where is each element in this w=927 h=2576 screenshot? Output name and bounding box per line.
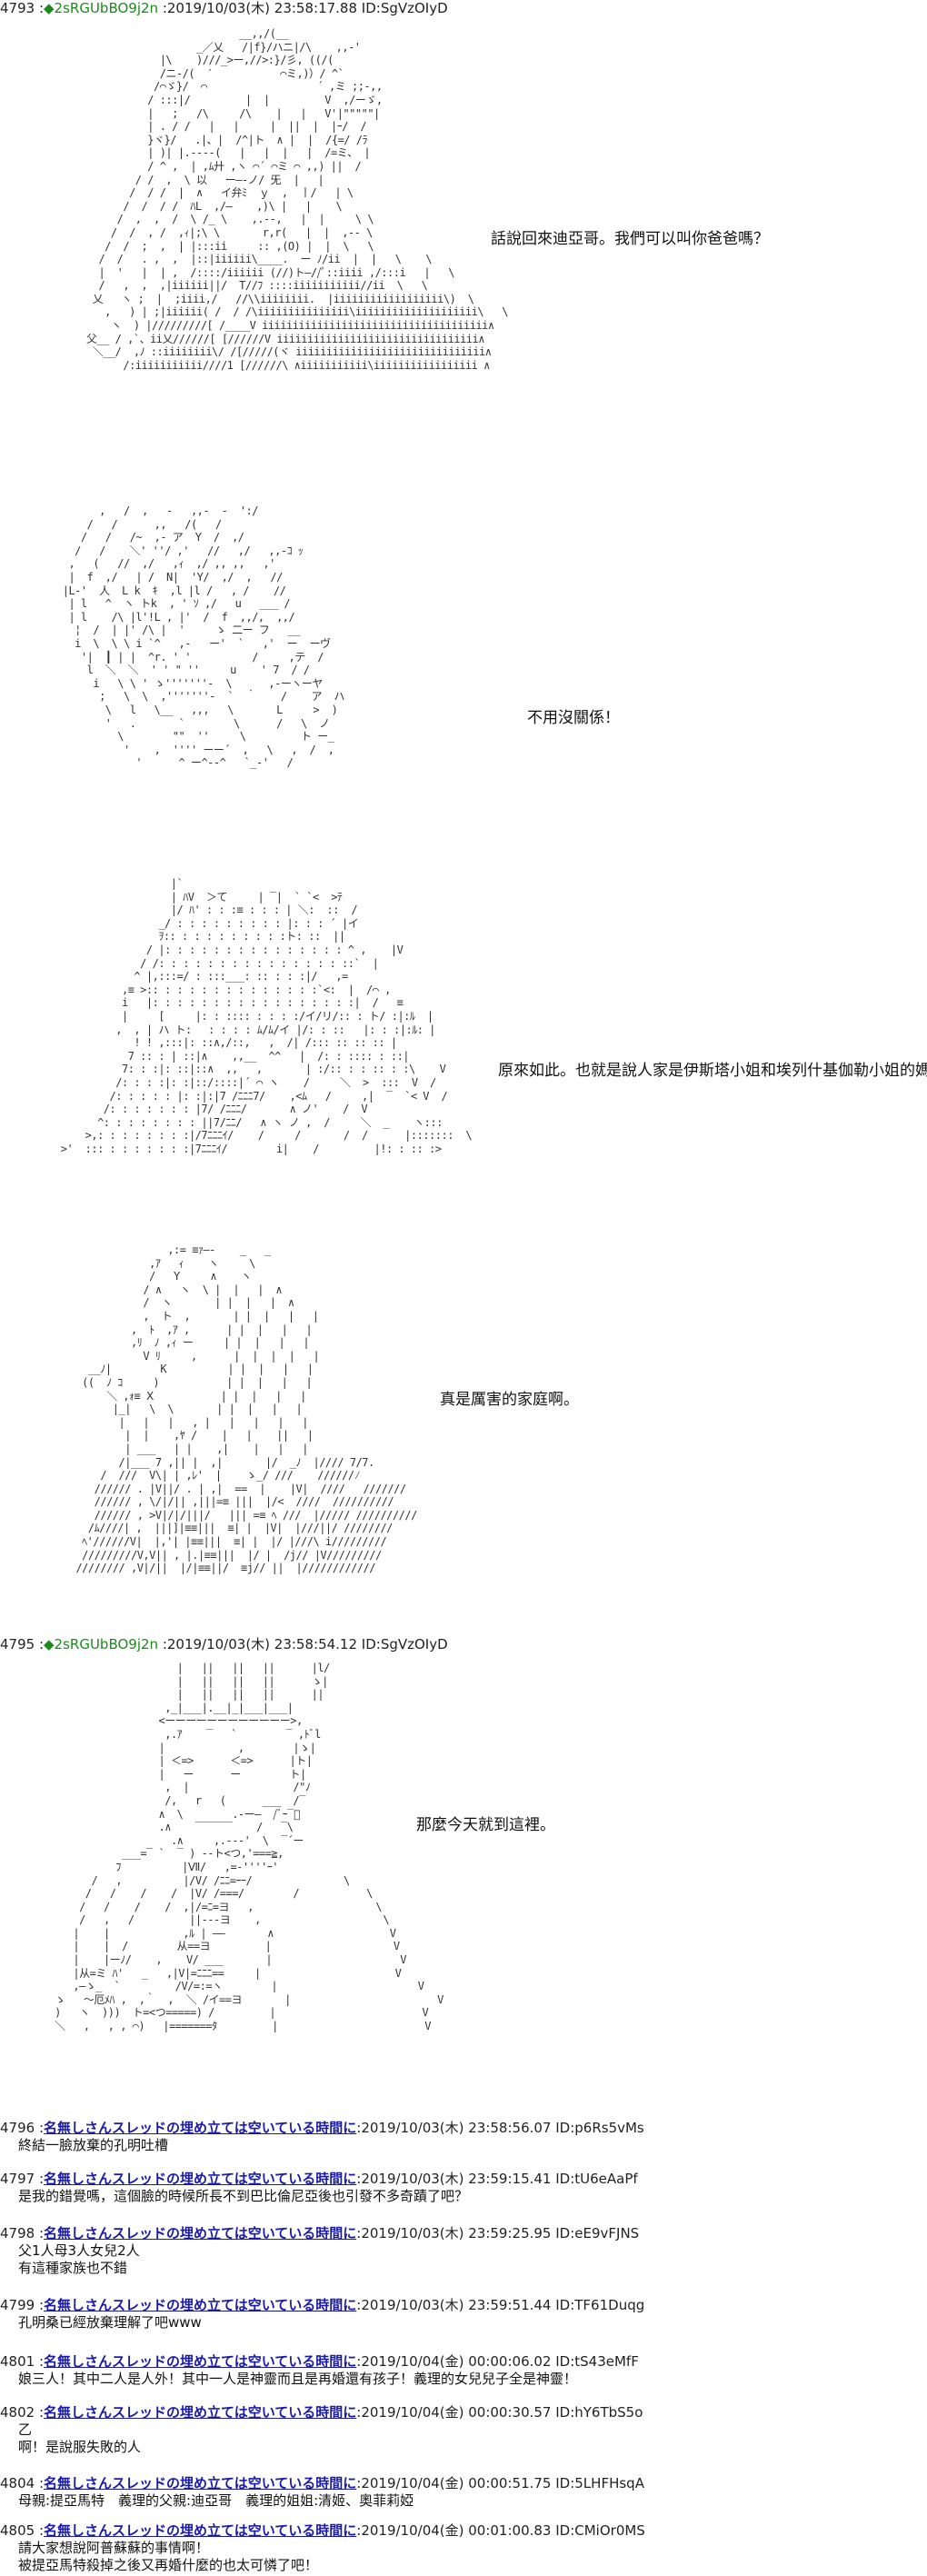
commenter-name[interactable]: 名無しさんスレッドの埋め立ては空いている時間に (44, 2120, 357, 2136)
post-number: 4795 : (0, 1636, 44, 1652)
post-header: 4795 :◆2sRGUbBO9j2n :2019/10/03(木) 23:58… (0, 1636, 448, 1652)
post-meta: :2019/10/03(木) 23:58:54.12 ID:SgVzOIyD (158, 1636, 448, 1652)
comment-body: 父1人母3人女兒2人 有這種家族也不錯 (18, 2242, 140, 2276)
comment: 4805 :名無しさんスレッドの埋め立ては空いている時間に:2019/10/04… (0, 2522, 645, 2574)
comment: 4802 :名無しさんスレッドの埋め立ては空いている時間に:2019/10/04… (0, 2404, 643, 2456)
dialogue-line: 原來如此。也就是說人家是伊斯塔小姐和埃列什基伽勒小姐的媽媽。 (498, 1062, 927, 1080)
comment: 4798 :名無しさんスレッドの埋め立ては空いている時間に:2019/10/03… (0, 2225, 639, 2277)
ascii-art-figure: |` | ﾊV ＞て | ‾| ` `< >ﾃ |/ ﾊ' : : :≡ : :… (60, 877, 473, 1155)
comment-body: 請大家想說阿普蘇蘇的事情啊！ 被提亞馬特殺掉之後又再婚什麼的也太可憐了吧！ (18, 2540, 319, 2573)
comment-meta: :2019/10/04(金) 00:00:30.57 ID:hY6TbS5o (356, 2404, 643, 2421)
comment: 4796 :名無しさんスレッドの埋め立ては空いている時間に:2019/10/03… (0, 2120, 644, 2154)
comment-number: 4797 : (0, 2171, 44, 2187)
post-number: 4793 : (0, 0, 44, 16)
comment-number: 4801 : (0, 2353, 44, 2370)
comment-body: 娘三人！其中二人是人外！其中一人是神靈而且是再婚還有孩子！義理的女兒兒子全是神靈… (18, 2371, 578, 2387)
ascii-art-figure: ,:= ≡ｧ—‐ _ _ ,ｱ ｨ ヽ \ / Y ∧ ヽ / ∧ ヽ \ | … (75, 1243, 417, 1575)
dialogue-line: 不用沒關係！ (527, 709, 620, 727)
comment-number: 4796 : (0, 2120, 44, 2136)
comment-meta: :2019/10/03(木) 23:59:25.95 ID:eE9vFJNS (356, 2225, 640, 2242)
comment-number: 4804 : (0, 2475, 44, 2491)
comment-meta: :2019/10/03(木) 23:59:51.44 ID:TF61Duqg (356, 2297, 645, 2313)
post-header: 4793 :◆2sRGUbBO9j2n :2019/10/03(木) 23:58… (0, 0, 448, 16)
comment-body: 是我的錯覺嗎，這個臉的時候所長不到巴比倫尼亞後也引發不多奇蹟了吧？ (18, 2188, 469, 2204)
commenter-name[interactable]: 名無しさんスレッドの埋め立ては空いている時間に (44, 2171, 357, 2187)
comment-number: 4802 : (0, 2404, 44, 2421)
comment-body: 母親:提亞馬特 義理的父親:迪亞哥 義理的姐姐:清姬、奧菲莉婭 (18, 2492, 414, 2509)
commenter-name[interactable]: 名無しさんスレッドの埋め立ては空いている時間に (44, 2225, 357, 2242)
commenter-name[interactable]: 名無しさんスレッドの埋め立ては空いている時間に (44, 2297, 357, 2313)
poster-name[interactable]: ◆2sRGUbBO9j2n (44, 0, 159, 16)
poster-name[interactable]: ◆2sRGUbBO9j2n (44, 1636, 159, 1652)
ascii-art-figure: | || || || |l/ | || || || ゝ| | || || || … (55, 1662, 444, 2033)
commenter-name[interactable]: 名無しさんスレッドの埋め立ては空いている時間に (44, 2353, 357, 2370)
comment-body: 終結一臉放棄的孔明吐槽 (18, 2137, 169, 2153)
comment: 4801 :名無しさんスレッドの埋め立ては空いている時間に:2019/10/04… (0, 2353, 639, 2388)
comment-meta: :2019/10/03(木) 23:59:15.41 ID:tU6eAaPf (356, 2171, 638, 2187)
commenter-name[interactable]: 名無しさんスレッドの埋め立ては空いている時間に (44, 2522, 357, 2539)
comment-meta: :2019/10/03(木) 23:58:56.07 ID:p6Rs5vMs (356, 2120, 644, 2136)
dialogue-line: 那麼今天就到這裡。 (416, 1816, 555, 1834)
dialogue-line: 真是厲害的家庭啊。 (440, 1391, 579, 1409)
comment-meta: :2019/10/04(金) 00:00:51.75 ID:5LHFHsqA (356, 2475, 644, 2491)
comment-body: 乙 啊！是說服失敗的人 (18, 2421, 142, 2455)
dialogue-line: 話說回來迪亞哥。我們可以叫你爸爸嗎？ (491, 230, 769, 248)
ascii-art-face: , / , - ,,- - ':/ / / ,, /( / / / /~ ,- … (62, 504, 345, 770)
comment-number: 4798 : (0, 2225, 44, 2242)
commenter-name[interactable]: 名無しさんスレッドの埋め立ては空いている時間に (44, 2475, 357, 2491)
comment: 4804 :名無しさんスレッドの埋め立ては空いている時間に:2019/10/04… (0, 2475, 644, 2510)
comment-meta: :2019/10/04(金) 00:00:06.02 ID:tS43eMfF (356, 2353, 639, 2370)
comment-meta: :2019/10/04(金) 00:01:00.83 ID:CMiOr0MS (356, 2522, 645, 2539)
post-meta: :2019/10/03(木) 23:58:17.88 ID:SgVzOIyD (158, 0, 448, 16)
comment-number: 4805 : (0, 2522, 44, 2539)
commenter-name[interactable]: 名無しさんスレッドの埋め立ては空いている時間に (44, 2404, 357, 2421)
comment-number: 4799 : (0, 2297, 44, 2313)
comment-body: 孔明桑已經放棄理解了吧www (18, 2314, 202, 2331)
comment: 4797 :名無しさんスレッドの埋め立ては空いている時間に:2019/10/03… (0, 2171, 638, 2205)
comment: 4799 :名無しさんスレッドの埋め立ては空いている時間に:2019/10/03… (0, 2297, 644, 2331)
ascii-art-figure: __,,/(__ _／乂 /|f}/ハニ|/\ ,,-' |\ )///_>ー,… (86, 27, 509, 372)
